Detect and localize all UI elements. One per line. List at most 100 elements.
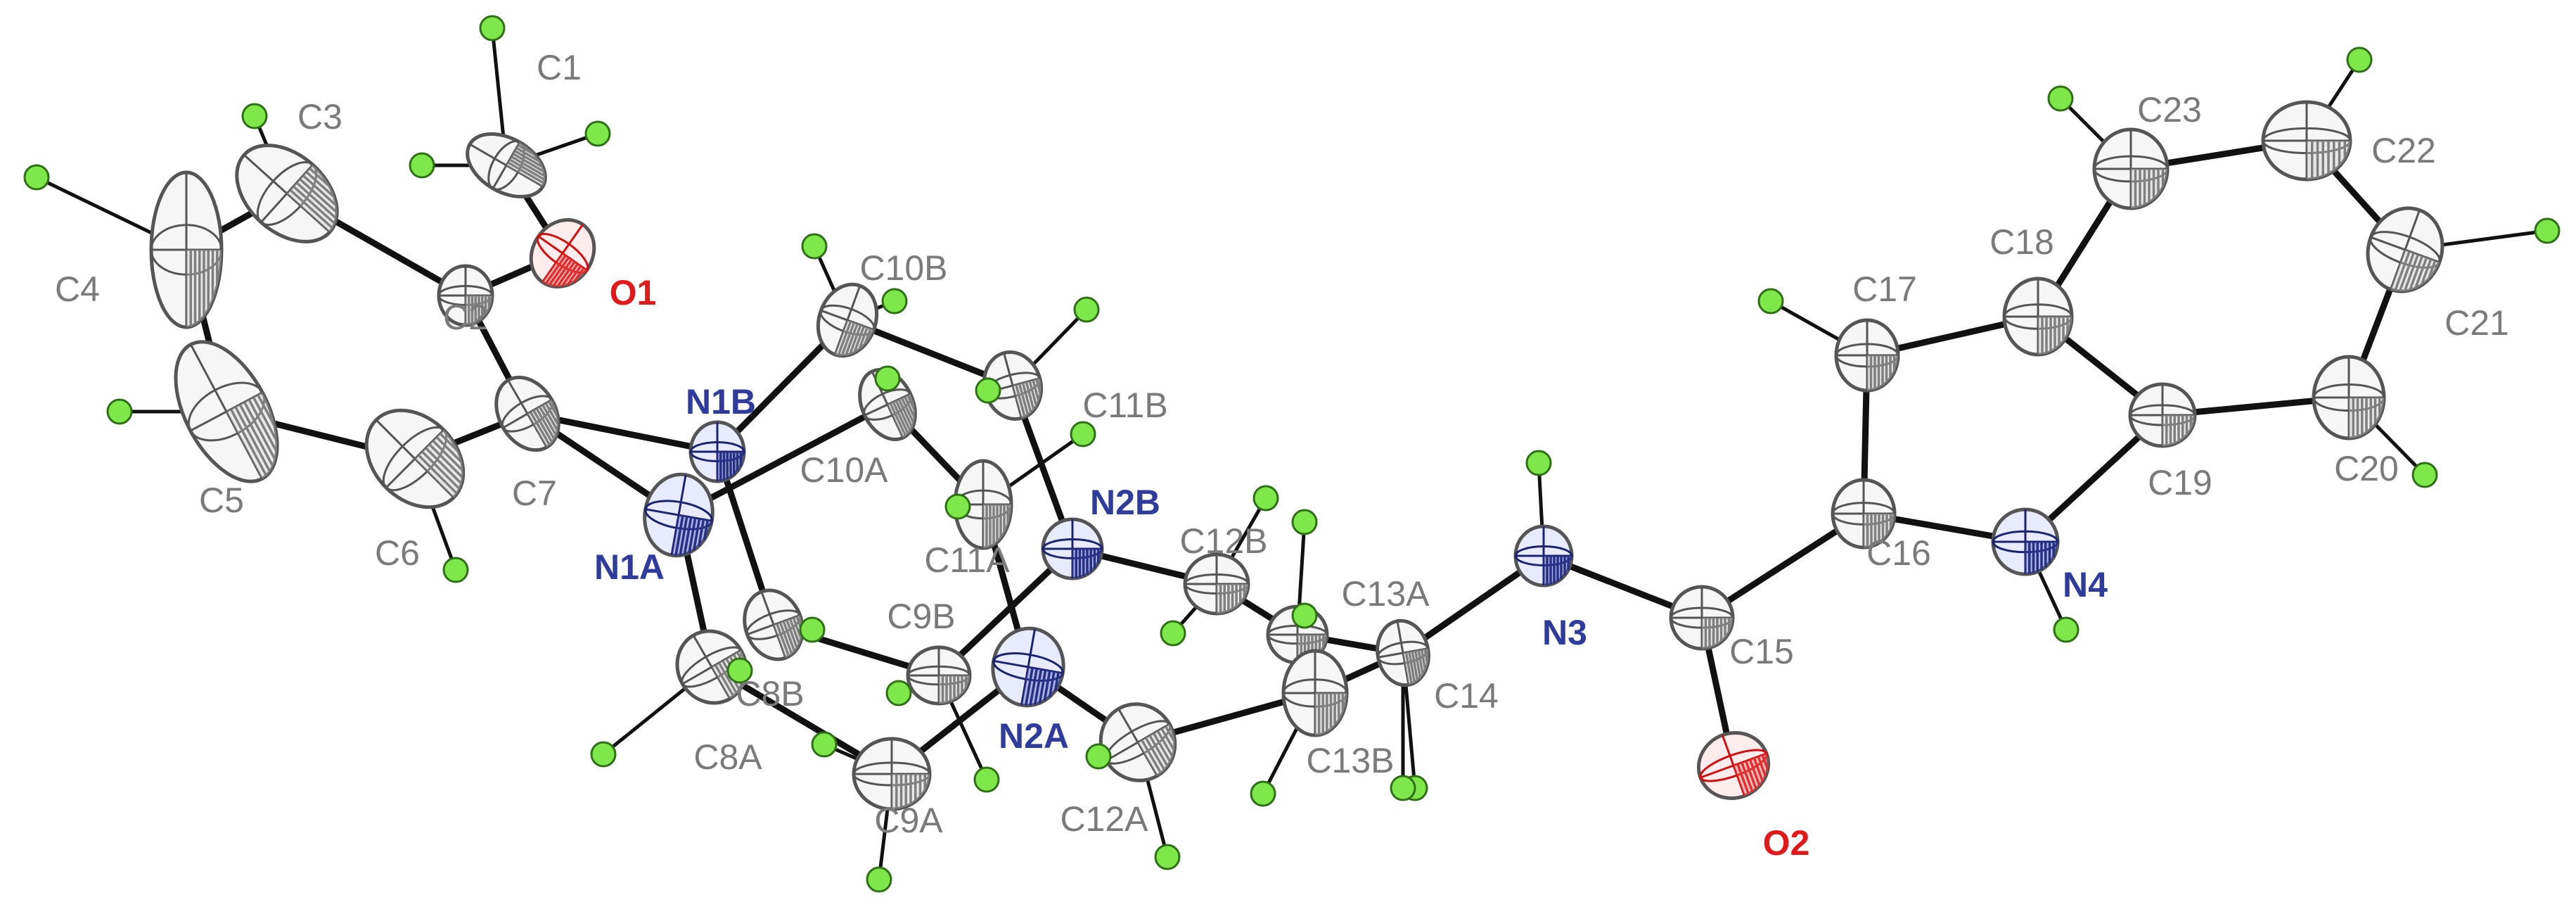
bond-c22-h35 <box>2324 66 2356 114</box>
hydrogen-atom-on-c8a <box>726 657 753 684</box>
hydrogen-atom-on-c9b <box>885 680 912 706</box>
hydrogen-atom-on-c1 <box>584 120 611 147</box>
bond-c1-h2 <box>527 135 591 160</box>
bond-c14-h28 <box>1403 673 1416 780</box>
atom-labels-layer: C1C2C3C4C5C6C7O1N1AN1BC8AC8BC9AC9BC10AC1… <box>55 48 2509 863</box>
bond-c11b-h19 <box>1028 315 1082 369</box>
hydrogen-atom-on-c9b <box>973 766 1000 793</box>
atom-c10b <box>816 282 879 358</box>
atom-label-c18: C18 <box>1989 222 2054 262</box>
atom-c21 <box>2366 206 2444 293</box>
atom-c14 <box>1376 618 1430 687</box>
hydrogen-atom-on-c3 <box>241 103 268 129</box>
atom-n4 <box>1991 507 2060 576</box>
atom-label-c13a: C13A <box>1341 574 1430 614</box>
atom-c9b <box>906 645 972 706</box>
atom-label-c9a: C9A <box>874 801 943 840</box>
atom-label-c10a: C10A <box>800 450 888 490</box>
hydrogen-atom-on-c12b <box>1160 620 1186 647</box>
atom-label-c19: C19 <box>2148 463 2212 502</box>
atom-label-c8b: C8B <box>736 674 804 713</box>
atom-label-c9b: C9B <box>887 597 955 636</box>
atom-c3 <box>235 144 339 243</box>
hydrogen-atom-on-c23 <box>2047 85 2074 112</box>
bond-n1a-c10a <box>675 401 891 519</box>
atom-c6 <box>364 408 466 509</box>
atom-label-c2: C2 <box>443 298 488 337</box>
atom-label-c7: C7 <box>512 474 557 513</box>
bond-c13a-h25 <box>1297 530 1306 611</box>
bond-n4-h31 <box>2035 566 2064 623</box>
hydrogen-atom-on-c10b <box>881 288 908 315</box>
atom-label-c8a: C8A <box>693 737 762 777</box>
atom-c18 <box>2002 277 2074 357</box>
hydrogen-atom-on-c1 <box>479 15 506 42</box>
hydrogen-atom-on-c9a <box>866 866 892 893</box>
atom-c17 <box>1834 318 1900 393</box>
atom-label-n3: N3 <box>1542 613 1587 652</box>
atom-label-c23: C23 <box>2137 90 2202 129</box>
atom-label-c14: C14 <box>1434 676 1499 716</box>
atom-label-c1: C1 <box>537 48 582 87</box>
atom-c13b <box>1281 649 1349 737</box>
hydrogen-atom-on-c11a <box>944 493 971 520</box>
atom-c23 <box>2092 127 2170 210</box>
bond-c11a-h18 <box>1001 438 1077 492</box>
hydrogen-atom-on-c12b <box>1252 485 1279 512</box>
atom-c19 <box>2128 382 2197 448</box>
atom-c7 <box>494 375 560 452</box>
hydrogen-atom-on-c17 <box>1757 288 1784 315</box>
hydrogen-atom-on-c5 <box>106 398 133 425</box>
hydrogen-atom-on-c21 <box>2534 217 2561 244</box>
hydrogen-atom-on-c9a <box>811 731 838 758</box>
hydrogen-atom-on-n3 <box>1525 450 1552 476</box>
atom-n1b <box>688 420 746 483</box>
atom-c8b <box>743 588 805 661</box>
hydrogen-atom-on-c20 <box>2411 462 2438 488</box>
hydrogen-atom-on-c13a <box>1291 509 1318 535</box>
hydrogen-atoms-layer <box>23 15 2561 893</box>
atom-label-o2: O2 <box>1763 823 1810 863</box>
atom-c16 <box>1831 478 1897 550</box>
hydrogen-atom-on-c11b <box>1073 296 1100 323</box>
bond-c12a-h21 <box>1144 772 1167 849</box>
hydrogen-atom-on-c22 <box>2346 46 2373 73</box>
atom-c2 <box>437 264 494 327</box>
atom-c11b <box>982 350 1044 421</box>
hydrogen-atom-on-c11b <box>975 377 1001 404</box>
atom-label-c4: C4 <box>55 269 100 309</box>
atom-label-n2b: N2B <box>1090 483 1160 522</box>
hydrogen-atom-on-n4 <box>2053 616 2080 643</box>
atom-label-c11a: C11A <box>924 540 1010 580</box>
atom-label-n2a: N2A <box>999 716 1069 756</box>
atom-c15 <box>1669 585 1735 651</box>
atom-n3 <box>1513 524 1574 588</box>
atom-n1a <box>643 472 715 558</box>
atom-o2 <box>1696 731 1771 800</box>
atom-c12a <box>1098 702 1177 782</box>
bond-c20-h33 <box>2369 418 2420 470</box>
bond-c9b-h12 <box>947 697 985 773</box>
hydrogen-atom-on-c10a <box>874 365 901 392</box>
hydrogen-atom-on-c8b <box>799 616 826 643</box>
hydrogen-atom-on-c6 <box>442 557 469 583</box>
atom-label-c12a: C12A <box>1060 799 1148 839</box>
hydrogen-atom-on-c12a <box>1154 844 1181 870</box>
bond-c21-h34 <box>2435 230 2539 248</box>
atom-label-c16: C16 <box>1866 533 1931 573</box>
atom-c9a <box>852 737 932 811</box>
atom-c4 <box>149 170 224 329</box>
atom-n2b <box>1041 517 1104 580</box>
hydrogen-atom-on-c1 <box>409 152 435 179</box>
bond-c9a-h10 <box>878 804 890 872</box>
atoms-layer <box>149 100 2444 811</box>
bond-c1-h0 <box>491 36 506 144</box>
atom-label-c20: C20 <box>2334 449 2399 488</box>
atom-c22 <box>2261 100 2352 182</box>
atom-label-n4: N4 <box>2063 565 2108 604</box>
atom-label-c15: C15 <box>1729 632 1794 671</box>
atom-n2a <box>991 626 1065 708</box>
atom-c1 <box>466 132 547 199</box>
hydrogen-atom-on-c14 <box>1390 775 1416 801</box>
